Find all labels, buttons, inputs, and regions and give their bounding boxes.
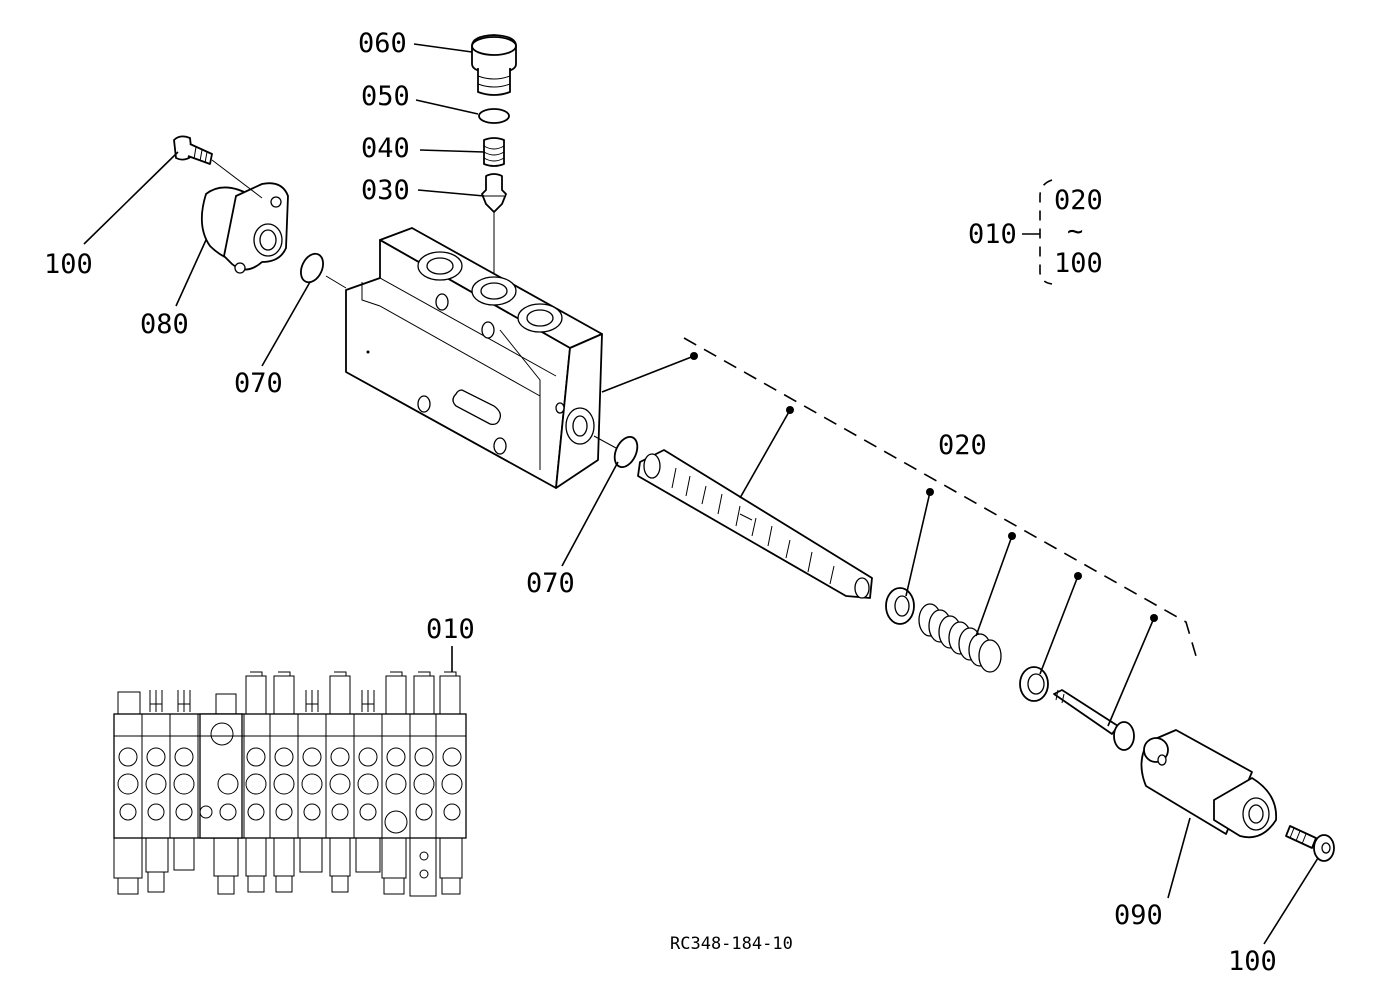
part-060-plug[interactable] — [471, 34, 517, 96]
label-050: 050 — [361, 81, 410, 112]
figure-id: RC348-184-10 — [670, 934, 793, 954]
assembly-note-from: 020 — [1054, 185, 1103, 216]
label-040: 040 — [361, 133, 410, 164]
assembly-note-to: 100 — [1054, 248, 1103, 279]
part-070-o-ring-mid[interactable] — [610, 433, 642, 470]
leader-lines — [83, 43, 1319, 945]
part-050-o-ring[interactable] — [478, 108, 510, 124]
spring-seat[interactable] — [885, 587, 915, 625]
label-060: 060 — [358, 28, 407, 59]
assembly-note-parent: 010 — [968, 219, 1017, 250]
part-100-bolt-bottom[interactable] — [1285, 825, 1335, 862]
overview-valve-assembly[interactable] — [113, 671, 467, 897]
assembly-note-range: ~ — [1067, 216, 1083, 247]
label-100-top: 100 — [44, 249, 93, 280]
part-040-spring[interactable] — [483, 137, 505, 167]
label-070-left: 070 — [234, 368, 283, 399]
spool[interactable] — [637, 449, 873, 599]
part-070-o-ring-left[interactable] — [297, 250, 328, 286]
valve-body[interactable] — [345, 227, 603, 489]
part-090-cap[interactable] — [1140, 729, 1277, 839]
label-100-bottom: 100 — [1228, 946, 1277, 977]
label-090: 090 — [1114, 900, 1163, 931]
part-030-poppet[interactable] — [481, 173, 507, 213]
stopper-bolt[interactable] — [1053, 689, 1135, 751]
label-020: 020 — [938, 430, 987, 461]
part-080-flange-cover[interactable] — [200, 182, 289, 274]
label-030: 030 — [361, 175, 410, 206]
part-100-bolt-top[interactable] — [173, 135, 213, 165]
label-080: 080 — [140, 309, 189, 340]
label-010-overview: 010 — [426, 614, 475, 645]
label-070-mid: 070 — [526, 568, 575, 599]
washer-seat[interactable] — [1019, 666, 1049, 702]
spring[interactable] — [918, 603, 1002, 673]
